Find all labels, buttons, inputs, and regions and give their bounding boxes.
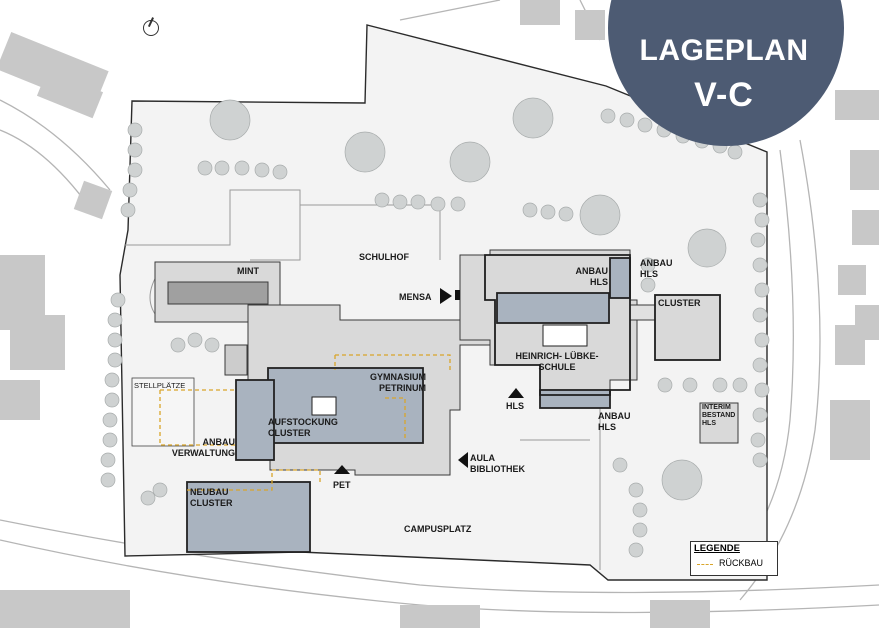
label-gymnasium-petrinum: GYMNASIUM PETRINUM [370,372,426,393]
label-stellplaetze: STELLPLÄTZE [134,381,186,390]
label-mint: MINT [237,266,259,276]
roads [0,0,879,614]
label-aufstockung-cluster: AUFSTOCKUNG CLUSTER [268,417,338,438]
label-schulhof: SCHULHOF [359,252,409,262]
trees [100,97,770,558]
label-anbau-verwaltung: ANBAU VERWALTUNG [171,437,235,458]
legend-rueckbau-label: RÜCKBAU [719,558,764,568]
legend: LEGENDE RÜCKBAU [690,541,778,576]
rueckbau-outlines [159,354,451,491]
label-mensa: MENSA [399,292,432,302]
label-hls: HLS [506,401,524,411]
label-neubau-cluster: NEUBAU CLUSTER [190,487,233,508]
north-arrow-icon [143,20,159,36]
label-anbau-hls-bottom: ANBAU HLS [598,411,631,432]
label-cluster: CLUSTER [658,298,701,308]
parking-area [131,377,195,447]
entrance-arrow-icon [334,288,524,474]
label-campusplatz: CAMPUSPLATZ [404,524,472,534]
label-pet: PET [333,480,351,490]
label-interim-bestand-hls: INTERIM BESTAND HLS [702,404,736,427]
label-anbau-hls-right: ANBAU HLS [640,258,673,279]
new-buildings [186,257,631,553]
legend-rueckbau-swatch [697,564,713,565]
label-anbau-hls-top: ANBAU HLS [575,266,609,287]
title-line-1: LAGEPLAN [639,34,809,67]
legend-title: LEGENDE [694,543,740,554]
label-heinrich-luebke-schule: HEINRICH- LÜBKE- SCHULE [515,351,599,372]
title-line-2: V-C [694,76,754,114]
label-aula-bibliothek: AULA BIBLIOTHEK [470,453,525,474]
